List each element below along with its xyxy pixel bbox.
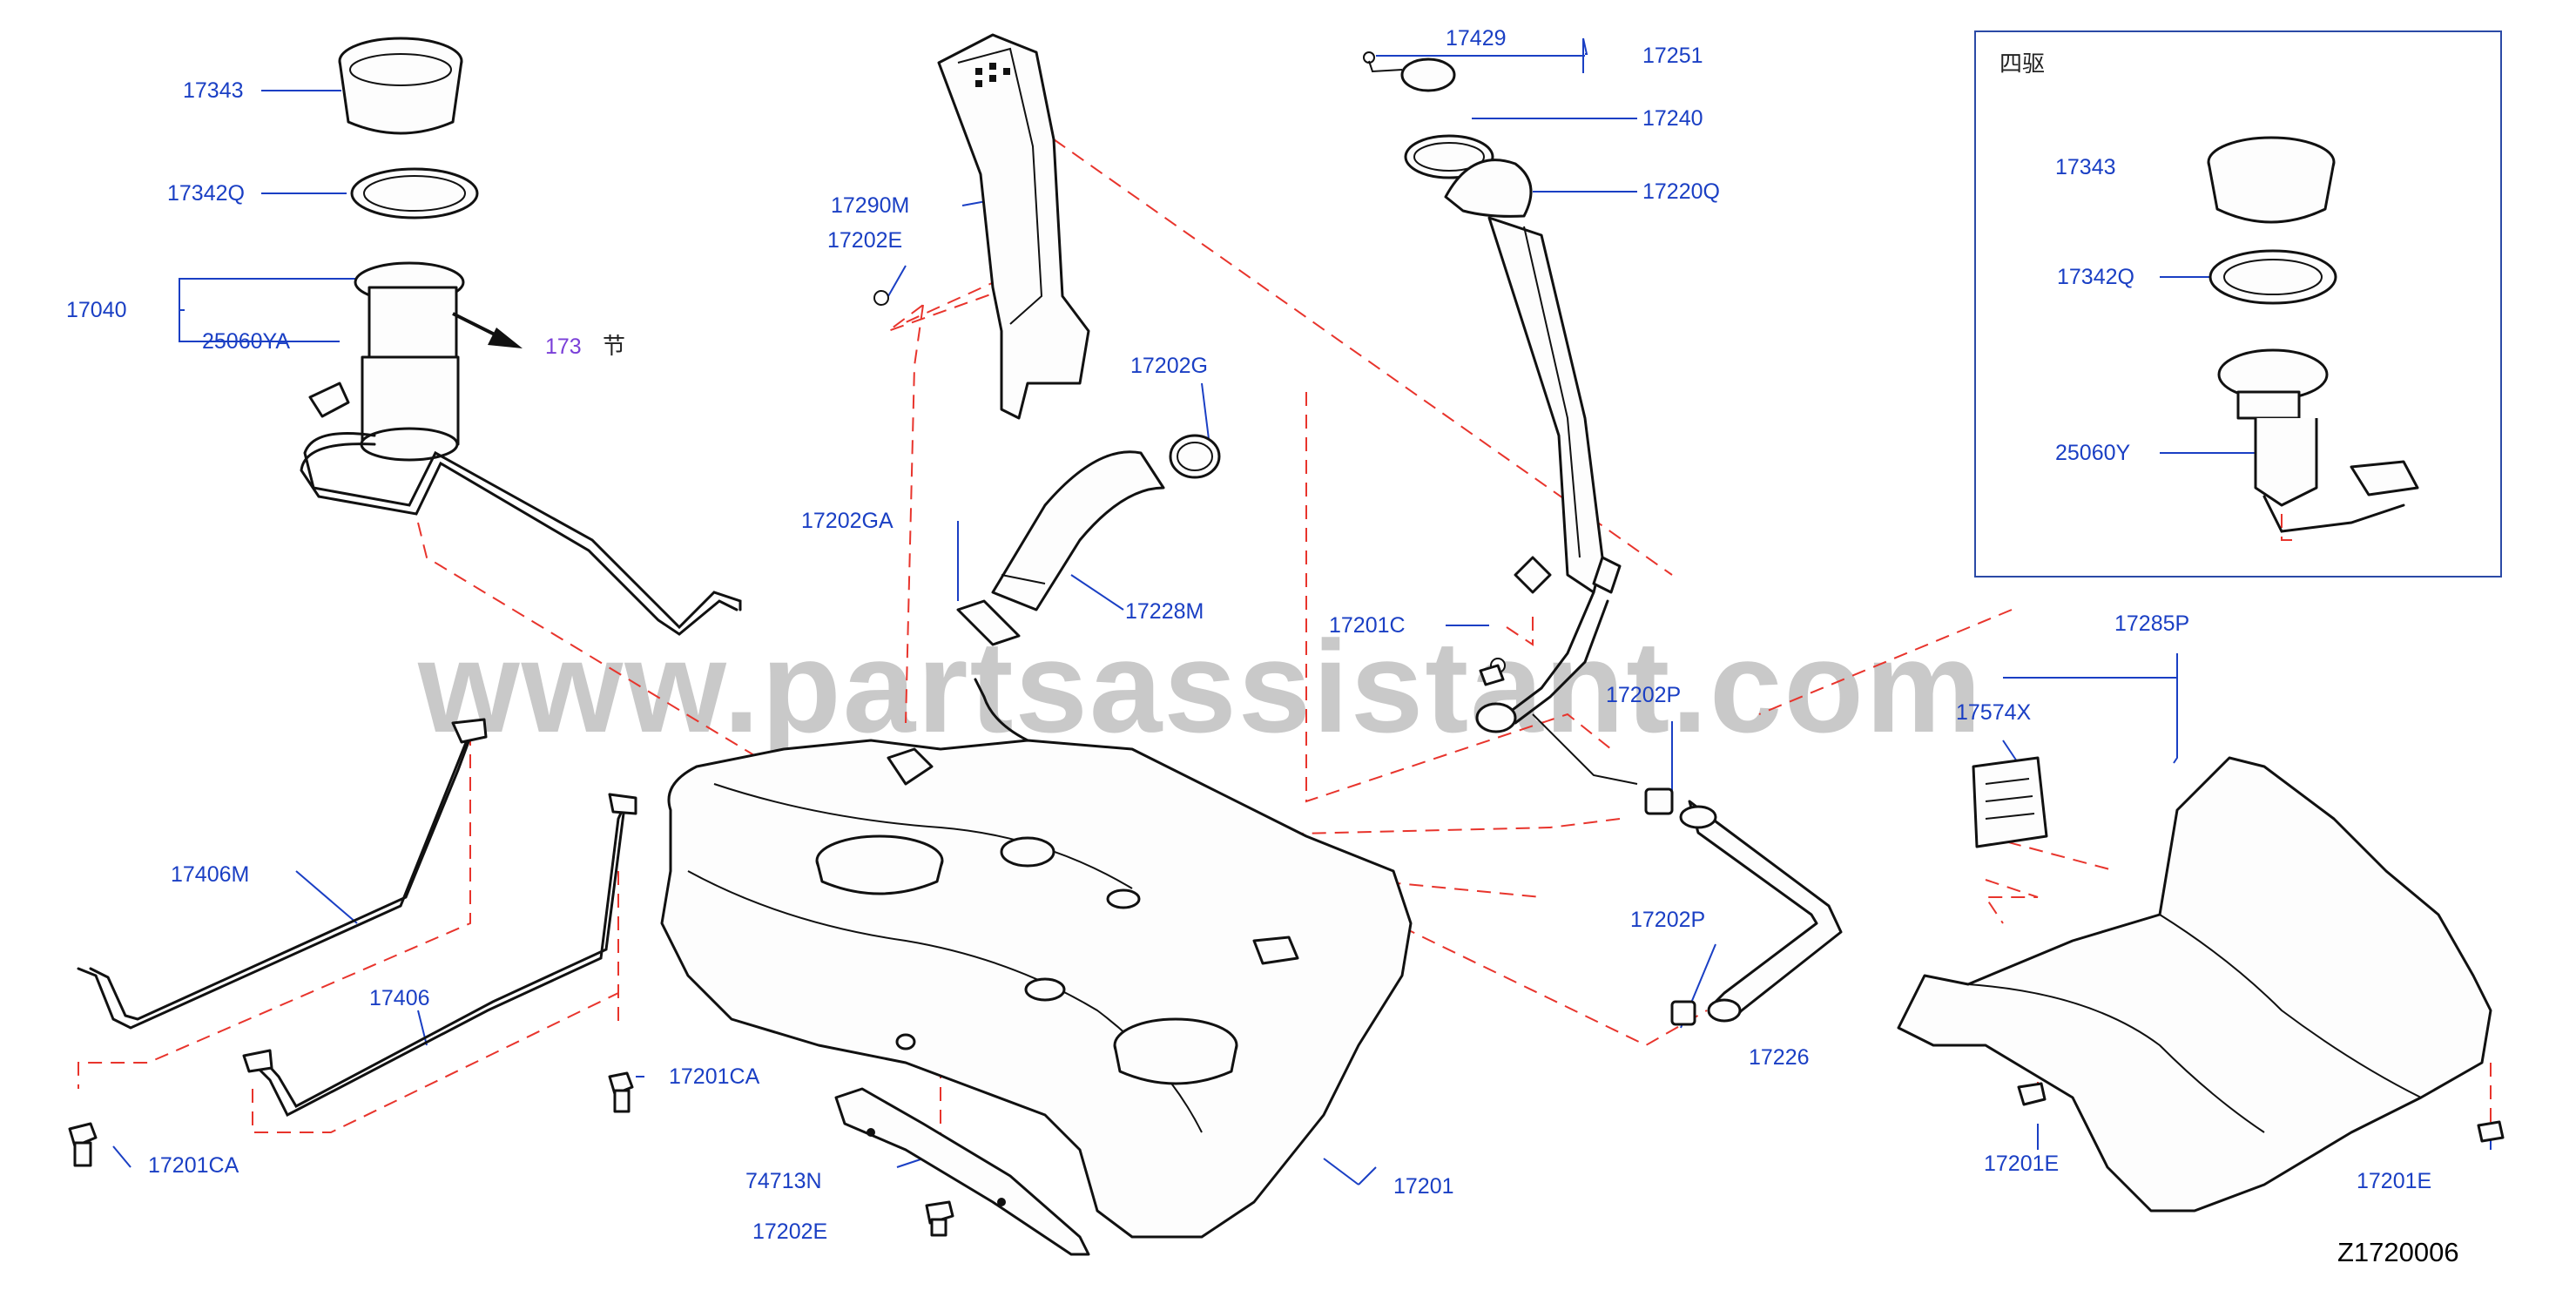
label-17429: 17429 xyxy=(1446,26,1507,51)
vent-hose xyxy=(1670,800,1843,1026)
filler-hose xyxy=(956,434,1221,803)
fuel-pump-assembly xyxy=(300,37,742,636)
label-17343-inset: 17343 xyxy=(2055,155,2116,179)
label-17201ca-left: 17201CA xyxy=(148,1153,239,1178)
label-17202g: 17202G xyxy=(1130,354,1208,378)
label-17201: 17201 xyxy=(1393,1174,1454,1199)
label-17343: 17343 xyxy=(183,78,244,103)
inset-title: 四驱 xyxy=(1999,51,2045,78)
heat-shield-bracket xyxy=(873,33,1090,420)
label-17040: 17040 xyxy=(66,298,127,322)
label-17406m: 17406M xyxy=(171,862,249,887)
label-17201e-right: 17201E xyxy=(2357,1169,2431,1193)
label-74713n: 74713N xyxy=(745,1169,822,1193)
label-17202e-top: 17202E xyxy=(827,228,902,253)
label-17240: 17240 xyxy=(1642,106,1703,131)
bolts xyxy=(68,664,2505,1237)
inset-frame xyxy=(1974,30,2502,578)
leader-lines xyxy=(112,37,2492,1186)
label-17201e-left: 17201E xyxy=(1984,1152,2059,1176)
inset-pump-assembly xyxy=(2207,136,2419,533)
label-17201c: 17201C xyxy=(1329,613,1406,638)
label-17342q: 17342Q xyxy=(167,181,245,206)
label-17226: 17226 xyxy=(1749,1045,1810,1070)
protector-bracket xyxy=(834,1087,1090,1256)
label-17574x: 17574X xyxy=(1956,700,2032,725)
tank-straps xyxy=(77,718,637,1118)
label-17251: 17251 xyxy=(1642,44,1703,68)
fuel-tank xyxy=(660,739,1413,1239)
page-link-suffix[interactable]: 节 xyxy=(603,334,625,360)
filler-neck-assembly xyxy=(1363,51,1674,815)
label-17202ga: 17202GA xyxy=(801,509,894,533)
page-link-number[interactable]: 173 xyxy=(545,334,582,359)
label-17290m: 17290M xyxy=(831,193,909,218)
diagram-id: Z1720006 xyxy=(2337,1237,2459,1267)
heat-insulator xyxy=(1897,756,2492,1213)
watermark: www.partsassistant.com xyxy=(417,613,1983,760)
label-25060ya: 25060YA xyxy=(202,329,290,354)
label-25060y-inset: 25060Y xyxy=(2055,441,2131,465)
label-17202p-top: 17202P xyxy=(1606,683,1681,707)
label-17406: 17406 xyxy=(369,986,430,1010)
label-17228m: 17228M xyxy=(1125,599,1204,624)
label-17342q-inset: 17342Q xyxy=(2057,265,2134,289)
label-17285p: 17285P xyxy=(2114,611,2189,636)
label-17201ca-right: 17201CA xyxy=(669,1064,760,1089)
label-17202e-bot: 17202E xyxy=(752,1219,827,1244)
label-17202p-bot: 17202P xyxy=(1630,908,1705,932)
label-17220q: 17220Q xyxy=(1642,179,1720,204)
part-labels: 17343 17342Q 17040 25060YA 173 节 17290M … xyxy=(66,26,2459,1267)
